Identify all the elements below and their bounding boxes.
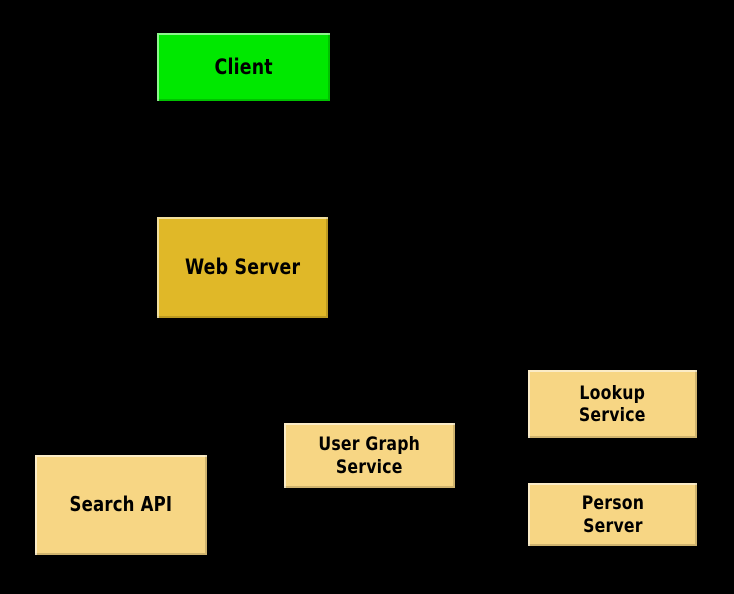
diagram-node-lookup-service[interactable]: Lookup Service xyxy=(528,370,697,438)
diagram-node-person-server-label: Person Server xyxy=(581,492,644,537)
diagram-node-lookup-service-label: Lookup Service xyxy=(579,381,646,426)
diagram-node-search-api-label: Search API xyxy=(69,492,173,517)
diagram-node-search-api[interactable]: Search API xyxy=(35,455,207,555)
diagram-node-web-server[interactable]: Web Server xyxy=(157,217,328,318)
diagram-node-client[interactable]: Client xyxy=(157,33,330,101)
diagram-node-web-server-label: Web Server xyxy=(184,255,301,280)
diagram-node-user-graph-service-label: User Graph Service xyxy=(318,433,421,478)
diagram-node-user-graph-service[interactable]: User Graph Service xyxy=(284,423,455,488)
diagram-node-client-label: Client xyxy=(214,54,273,79)
diagram-node-person-server[interactable]: Person Server xyxy=(528,483,697,546)
